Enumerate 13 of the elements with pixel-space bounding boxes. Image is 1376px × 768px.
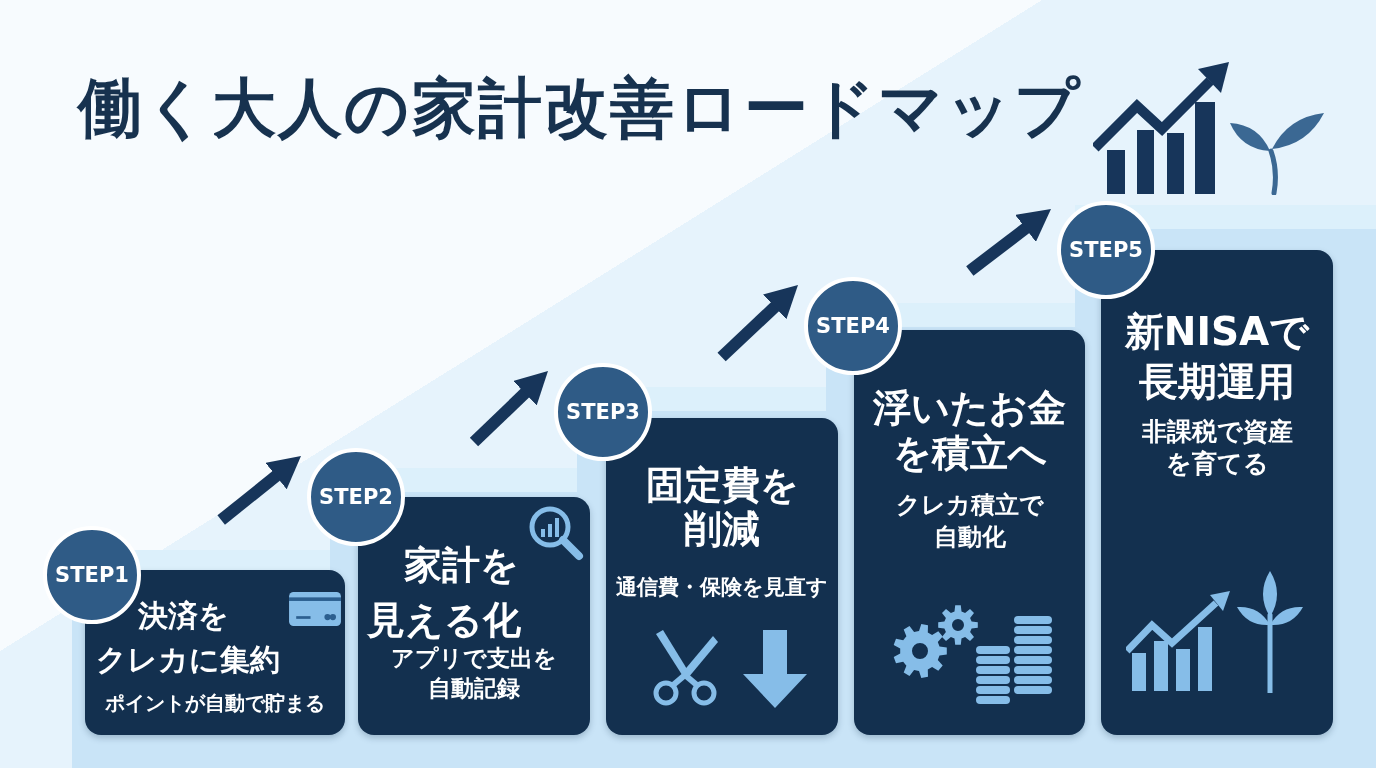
step-heading: 新NISAで長期運用 [1123, 308, 1311, 406]
step-description: 非課税で資産を育てる [1140, 416, 1294, 480]
step-description: ポイントが自動で貯まる [104, 690, 326, 716]
title: 働く大人の家計改善ロードマップ [78, 70, 1082, 147]
step-description: 通信費・保険を見直す [615, 574, 829, 601]
step-heading: 固定費を削減 [644, 463, 800, 551]
step-badge: STEP4 [804, 277, 902, 375]
step-description: クレカ積立で自動化 [894, 490, 1045, 553]
step-description: アプリで支出を自動記録 [390, 644, 558, 703]
step-badge: STEP2 [307, 448, 405, 546]
step-heading: 浮いたお金を積立へ [872, 386, 1067, 476]
step-badge: STEP5 [1057, 201, 1155, 299]
step-badge: STEP3 [554, 363, 652, 461]
